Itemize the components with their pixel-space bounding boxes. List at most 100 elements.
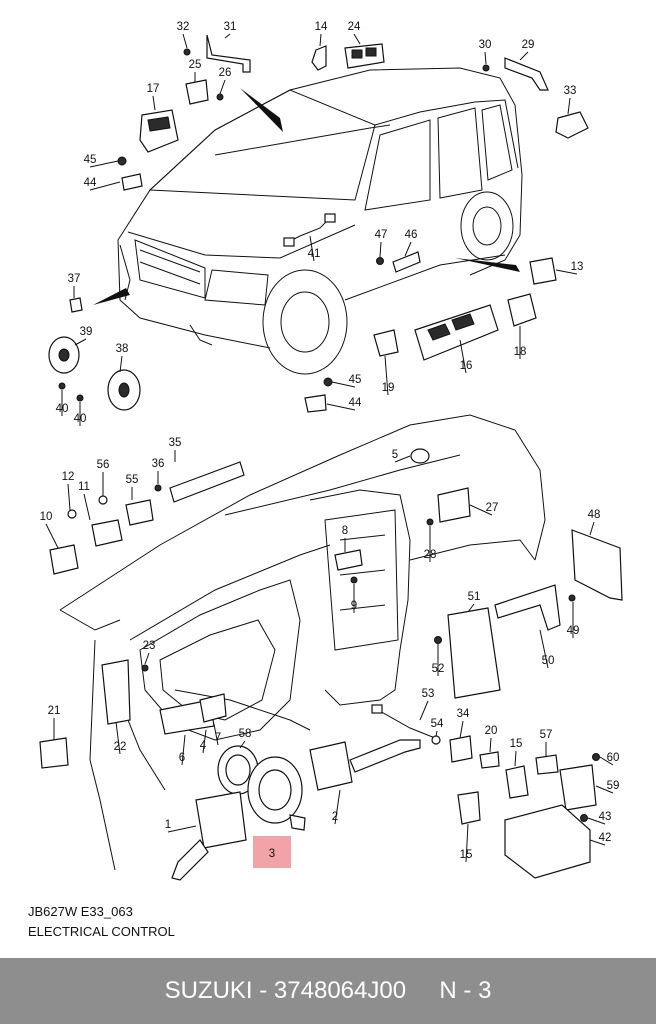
- callout-number: 48: [588, 509, 601, 521]
- callout-number: 10: [40, 511, 53, 523]
- callout-number: 42: [599, 832, 612, 844]
- leader-line: [489, 737, 492, 753]
- callout-8: 8: [342, 525, 348, 552]
- callout-11: 11: [78, 481, 91, 521]
- callout-13: 13: [555, 261, 583, 275]
- leader-line: [331, 381, 356, 388]
- leader-line: [353, 33, 361, 45]
- callout-59: 59: [595, 780, 619, 794]
- dashboard-illustration: [59, 414, 546, 871]
- callout-37: 37: [68, 273, 81, 298]
- leader-line: [519, 51, 529, 61]
- callout-45: 45: [331, 374, 361, 388]
- callout-40: 40: [74, 402, 86, 426]
- part-number: 3748064J00: [273, 977, 407, 1004]
- callout-number: 35: [169, 437, 182, 449]
- leader-line: [239, 740, 246, 749]
- leader-line: [567, 97, 571, 115]
- callout-47: 47: [375, 229, 388, 258]
- callout-38: 38: [116, 343, 128, 373]
- parts-diagram: 3231142430292526173345444147461337393840…: [39, 21, 623, 881]
- diagram-title: ELECTRICAL CONTROL: [28, 924, 175, 939]
- callout-number: 24: [348, 21, 361, 33]
- callout-52: 52: [432, 644, 444, 676]
- callout-6: 6: [179, 734, 186, 766]
- callout-number: 11: [78, 481, 90, 493]
- separator: -: [252, 977, 274, 1004]
- callout-number: 12: [62, 471, 75, 483]
- callout-21: 21: [48, 705, 60, 740]
- callout-number: 40: [56, 403, 69, 415]
- callout-23: 23: [143, 640, 156, 665]
- callout-17: 17: [147, 83, 159, 111]
- callout-44: 44: [84, 177, 121, 191]
- callout-10: 10: [40, 511, 59, 549]
- callout-number: 37: [68, 273, 81, 285]
- part-glyphs: [39, 34, 623, 881]
- leader-line: [484, 51, 487, 65]
- callout-46: 46: [404, 229, 418, 257]
- leader-line: [379, 241, 382, 258]
- leader-line: [182, 33, 188, 49]
- leader-line: [219, 79, 226, 95]
- gap: [406, 977, 439, 1004]
- callout-number: 49: [567, 625, 580, 637]
- leader-line: [67, 483, 71, 511]
- callout-number: 23: [143, 640, 156, 652]
- callout-4: 4: [200, 729, 207, 754]
- leader-line: [144, 652, 150, 665]
- callout-number: 54: [431, 718, 444, 730]
- leader-line: [384, 355, 389, 396]
- leader-line: [469, 504, 493, 516]
- callout-number: 47: [375, 229, 388, 241]
- leader-line: [213, 723, 219, 746]
- callout-40: 40: [56, 390, 69, 416]
- callout-number: 25: [189, 59, 202, 71]
- callout-number: 32: [177, 21, 190, 33]
- callout-number: 44: [349, 397, 362, 409]
- callout-number: 39: [80, 326, 93, 338]
- callout-7: 7: [213, 723, 221, 746]
- callout-number: 46: [405, 229, 418, 241]
- leader-line: [539, 629, 549, 669]
- leader-line: [459, 339, 467, 374]
- callout-57: 57: [540, 729, 552, 756]
- callout-25: 25: [189, 59, 202, 82]
- pointer-arrows: [93, 88, 520, 305]
- callout-49: 49: [567, 602, 580, 638]
- leader-line: [89, 181, 121, 191]
- callout-28: 28: [424, 526, 436, 562]
- leader-line: [309, 235, 315, 262]
- callout-45: 45: [84, 154, 119, 168]
- leader-line: [119, 355, 123, 373]
- leader-line: [89, 160, 119, 168]
- callout-number: 15: [460, 849, 473, 861]
- leader-line: [167, 825, 197, 833]
- callout-number: 16: [460, 360, 473, 372]
- callout-32: 32: [177, 21, 190, 49]
- callout-number: 31: [224, 21, 237, 33]
- callout-number: 41: [308, 248, 321, 260]
- callout-42: 42: [589, 832, 612, 846]
- leader-line: [555, 269, 578, 275]
- callout-24: 24: [348, 21, 361, 45]
- callout-number: 43: [599, 811, 612, 823]
- leader-line: [459, 720, 464, 739]
- leader-line: [202, 729, 207, 754]
- callout-number: 4: [200, 740, 207, 752]
- leader-line: [334, 789, 341, 825]
- callout-number: 50: [542, 655, 555, 667]
- callout-number: 26: [219, 67, 232, 79]
- callout-number: 2: [332, 811, 338, 823]
- callout-number: 19: [382, 382, 395, 394]
- callout-22: 22: [114, 721, 126, 755]
- leader-line: [595, 785, 614, 794]
- leader-line: [152, 95, 156, 111]
- leader-line: [181, 734, 186, 766]
- leader-line: [589, 839, 606, 846]
- callout-26: 26: [219, 67, 232, 95]
- callout-12: 12: [62, 471, 75, 511]
- callout-1: 1: [165, 819, 197, 833]
- leader-line: [394, 455, 411, 463]
- callout-number: 36: [152, 458, 165, 470]
